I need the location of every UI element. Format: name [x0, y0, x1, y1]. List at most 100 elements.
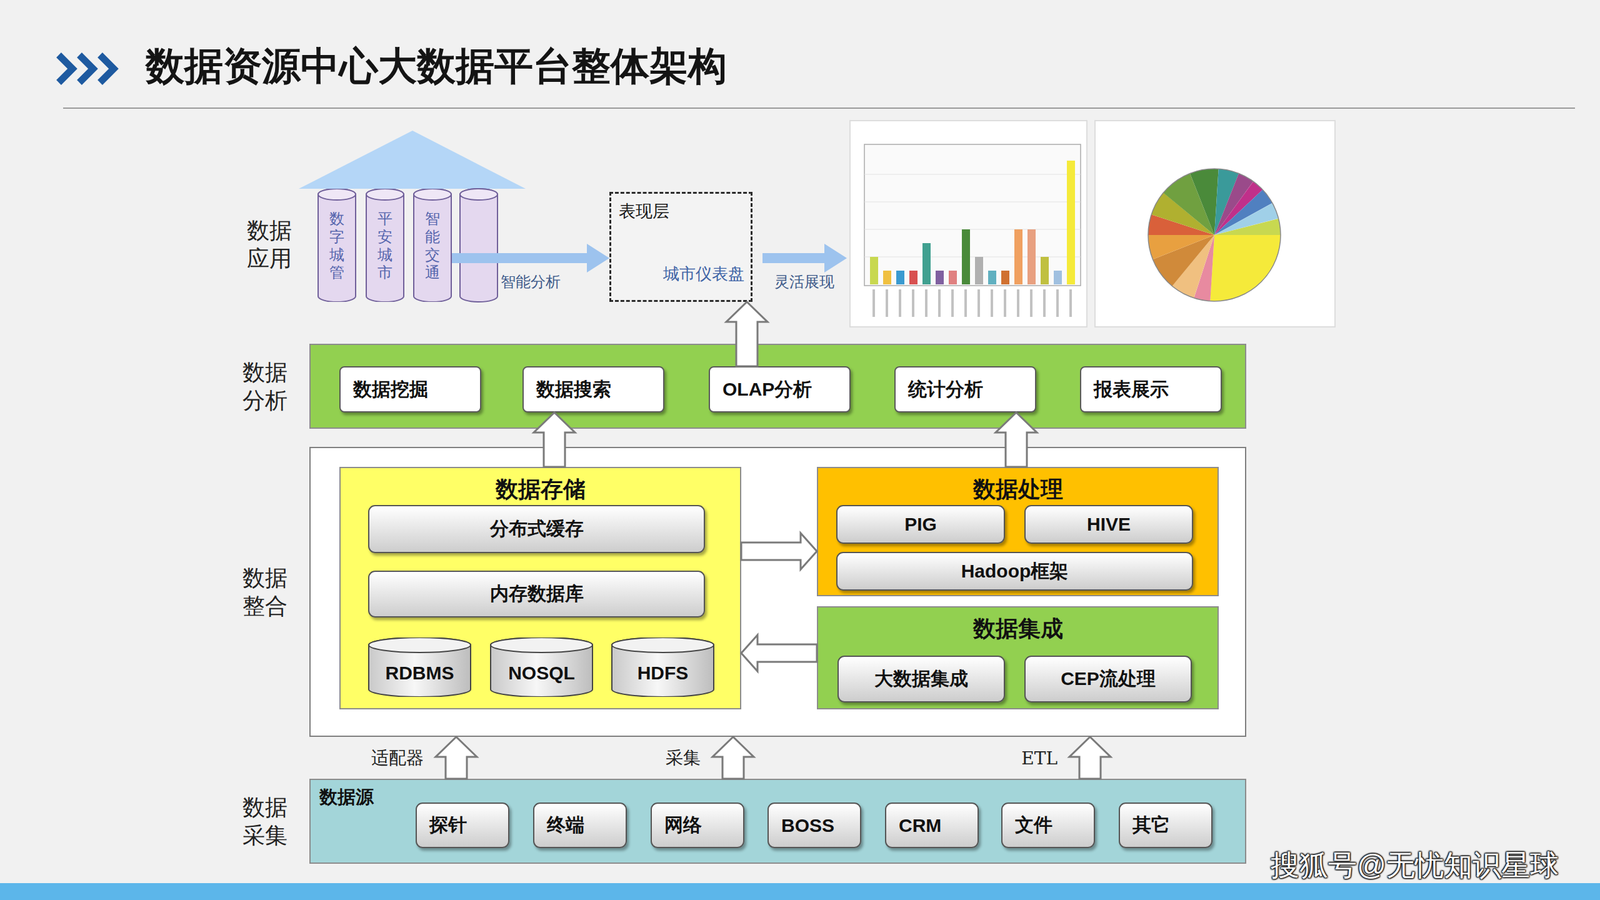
- box-label: 数据搜索: [523, 376, 612, 403]
- bar: [909, 270, 918, 285]
- tick-mark: [1016, 289, 1020, 317]
- source-box: 探针: [415, 802, 510, 849]
- bar: [1053, 270, 1062, 285]
- box-label: CRM: [886, 815, 942, 837]
- tick-mark: [1056, 289, 1059, 317]
- cylinder-top: [611, 637, 714, 653]
- tick-mark: [977, 289, 980, 317]
- chevron: [100, 55, 114, 83]
- layer-label: 数据 整合: [240, 563, 290, 620]
- box-label: 报表展示: [1081, 376, 1169, 403]
- box-label: 内存数据库: [369, 581, 704, 607]
- title-rule: [63, 107, 1575, 109]
- tick-mark: [938, 289, 941, 317]
- pillar-cylinder: 平安城市: [365, 188, 405, 302]
- chevron: [79, 55, 94, 83]
- bar: [1027, 229, 1036, 285]
- tick-mark: [885, 289, 889, 317]
- layer-label: 数据 分析: [240, 358, 290, 415]
- bar: [961, 229, 970, 285]
- database-cylinder: NOSQL: [490, 637, 594, 697]
- tick-mark: [1030, 289, 1033, 317]
- tick-mark: [990, 289, 994, 317]
- pillar-label: 平安城市: [376, 210, 394, 282]
- cylinder-body: [611, 637, 714, 697]
- component-box: PIG: [836, 505, 1005, 544]
- bar: [975, 256, 984, 285]
- watermark: 搜狐号@无忧知识星球: [1270, 846, 1559, 885]
- bar: [1066, 160, 1075, 285]
- pie-slice: [1168, 188, 1261, 282]
- cylinder-body: [318, 188, 356, 302]
- pillar-label: 智能交通: [424, 210, 441, 282]
- function-box: 报表展示: [1080, 366, 1222, 413]
- tick-mark: [1069, 289, 1072, 317]
- source-box: 终端: [533, 802, 627, 849]
- box-label: PIG: [837, 513, 1004, 535]
- cylinder-body: [366, 188, 404, 302]
- bar: [948, 270, 957, 285]
- group-heading: 数据源: [319, 785, 374, 810]
- flow-arrow: [741, 635, 817, 672]
- box-label: HIVE: [1025, 513, 1192, 535]
- bar: [1001, 270, 1010, 285]
- source-box: 网络: [650, 802, 745, 849]
- group-box: 数据存储分布式缓存内存数据库RDBMSNOSQLHDFS: [339, 466, 742, 710]
- box-label: 文件: [1002, 812, 1053, 839]
- cylinder-top: [413, 188, 452, 200]
- box-label: CEP流处理: [1025, 666, 1191, 692]
- empty-pillar: [460, 188, 498, 302]
- arrow-label: 适配器: [371, 746, 424, 770]
- footer-strip: [0, 883, 1600, 900]
- grid-line: [864, 174, 1081, 175]
- bar: [922, 243, 931, 285]
- function-box: 数据挖掘: [339, 366, 482, 413]
- database-label: RDBMS: [385, 651, 455, 684]
- arrow-label: 智能分析: [500, 271, 561, 292]
- database-cylinder: RDBMS: [368, 637, 472, 697]
- bar: [896, 270, 905, 285]
- bar: [1040, 256, 1049, 285]
- cylinder-top: [368, 637, 471, 653]
- component-box: 内存数据库: [368, 570, 705, 618]
- group-heading: 数据处理: [818, 474, 1218, 505]
- box-label: 探针: [416, 812, 467, 839]
- flow-arrow: [533, 412, 575, 467]
- cylinder-body: [490, 637, 593, 697]
- layer-label: 数据 应用: [245, 216, 294, 273]
- grid-line: [864, 201, 1081, 203]
- tick-mark: [964, 289, 967, 317]
- source-box: 其它: [1118, 802, 1213, 849]
- tick-mark: [898, 289, 902, 317]
- roof-triangle: [298, 130, 526, 189]
- database-label: HDFS: [637, 651, 689, 684]
- layer-band: 数据 分析数据挖掘数据搜索OLAP分析统计分析报表展示: [309, 343, 1247, 429]
- pie-slice: [1167, 188, 1261, 282]
- grid-line: [864, 229, 1081, 230]
- source-box: 文件: [1001, 802, 1095, 849]
- function-box: 统计分析: [894, 366, 1037, 413]
- pillar-top: [460, 188, 498, 200]
- pie-slice: [1167, 188, 1261, 282]
- pie-slice: [1169, 190, 1260, 280]
- pillar-cylinder: 智能交通: [413, 188, 452, 302]
- component-box: Hadoop框架: [836, 551, 1194, 591]
- tick-mark: [1003, 289, 1007, 317]
- pillar-label: 数字城管: [328, 210, 345, 282]
- box-label: 大数据集成: [838, 666, 1004, 692]
- chevron: [58, 55, 73, 83]
- flow-arrow: [451, 243, 610, 273]
- layer-band: 数据 整合数据存储分布式缓存内存数据库RDBMSNOSQLHDFS数据处理PIG…: [309, 446, 1247, 737]
- layer-band: 数据 采集数据源探针终端网络BOSSCRM文件其它: [309, 778, 1247, 864]
- flow-arrow: [712, 736, 754, 779]
- flow-arrow: [435, 736, 477, 779]
- component-box: CEP流处理: [1024, 655, 1192, 703]
- box-label: Hadoop框架: [837, 558, 1192, 585]
- group-heading: 数据存储: [340, 474, 740, 505]
- flow-arrow: [726, 301, 768, 367]
- pie-slice: [1173, 194, 1255, 275]
- pie-slice: [1167, 188, 1262, 282]
